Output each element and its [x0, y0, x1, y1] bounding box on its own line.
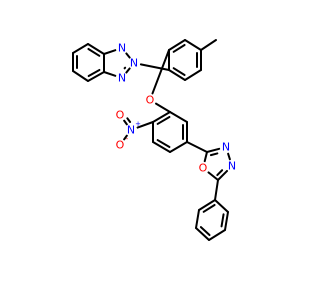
charge-n_nitro: + — [135, 120, 141, 128]
bond-r1-r2-second — [156, 115, 171, 125]
bond-t5-t6-second — [172, 67, 186, 77]
bond-ox4-o_ox — [207, 171, 219, 181]
bond-n_nitro-o_nitro_a-second — [126, 117, 132, 123]
bond-o_ether-r1 — [155, 102, 171, 113]
atom-bg-n_ox1 — [220, 141, 232, 153]
atom-n_ox1: N — [222, 141, 230, 154]
bond-p6-p1 — [214, 199, 229, 213]
atom-bg-o_nitro_a — [114, 109, 126, 121]
atom-o_ox: O — [199, 162, 208, 175]
atom-bg-o_ether — [144, 94, 156, 106]
bond-layer — [72, 39, 231, 241]
atom-bg-n_bt3 — [116, 72, 128, 84]
bond-n_ox2-ox4-second — [216, 169, 224, 177]
bond-ox4-p1 — [214, 179, 219, 201]
bond-t3-me — [200, 39, 217, 51]
bond-n_ox2-ox4 — [217, 169, 229, 181]
bond-p3-p4 — [195, 227, 210, 241]
bond-n_bt3-bz4 — [103, 71, 117, 77]
bond-bz5-bz6-second — [87, 47, 101, 57]
atom-n_bt3: N — [118, 72, 126, 85]
atom-bg-o_ox — [197, 162, 209, 174]
bond-p3-p4-second — [199, 226, 211, 237]
bond-p2-p3 — [195, 209, 200, 229]
bond-bz5-bz6 — [87, 43, 105, 55]
charge-o_nitro_b: - — [126, 135, 129, 143]
atom-o_ether: O — [146, 94, 155, 107]
bond-o_ox-ox1 — [203, 151, 208, 163]
bond-p5-p6-second — [220, 213, 225, 228]
bond-n_nitro-o_nitro_a — [123, 119, 128, 126]
atom-bg-o_nitro_b — [114, 139, 126, 151]
bond-n_ox1-n_ox2 — [227, 152, 231, 161]
bond-bz3-bz4 — [87, 71, 105, 82]
bond-r4-r5 — [169, 141, 188, 153]
bond-n_bt2-t6 — [139, 63, 170, 71]
bond-bz6-bz1 — [72, 43, 89, 54]
atom-n_bt1: N — [118, 42, 126, 55]
atom-bg-n_nitro — [125, 124, 137, 136]
atom-n_bt2: N — [130, 57, 138, 70]
bond-t1-o_ether — [151, 49, 170, 95]
bond-n_nitro-o_nitro_b — [123, 134, 128, 141]
atom-n_ox2: N — [228, 160, 236, 173]
bond-t1-t2 — [168, 39, 186, 51]
atom-bg-n_ox2 — [226, 160, 238, 172]
bond-p5-p6 — [224, 211, 229, 231]
bond-bz2-bz3 — [72, 70, 89, 82]
bond-t4-t5 — [184, 69, 202, 81]
bond-r5-ox1 — [186, 141, 208, 153]
bond-t2-t3 — [184, 39, 202, 51]
bond-r2-n_nitro — [136, 121, 154, 129]
bond-ox1-n_ox1-second — [209, 152, 219, 157]
bond-bz3-bz4-second — [87, 68, 101, 78]
bond-r6-r1 — [169, 111, 188, 123]
bond-p1-p2-second — [202, 203, 216, 213]
bond-ox1-n_ox1 — [206, 147, 221, 153]
bond-t5-t6 — [168, 69, 186, 81]
atom-o_nitro_b: O — [116, 139, 125, 152]
atom-o_nitro_a: O — [116, 109, 125, 122]
bond-r3-r4 — [152, 141, 171, 153]
bond-n_bt1-n_bt2 — [125, 52, 131, 59]
bond-n_bt2-n_bt3 — [125, 67, 131, 74]
bond-t1-t2-second — [172, 43, 186, 53]
bond-r3-r4-second — [156, 139, 171, 149]
bond-p4-p5 — [208, 229, 226, 241]
bond-bz5-n_bt1 — [103, 49, 117, 55]
bond-p1-p2 — [198, 199, 216, 211]
bond-r1-r2 — [152, 111, 171, 123]
atom-n_nitro: N — [127, 124, 135, 137]
atom-bg-n_bt2 — [128, 57, 140, 69]
atom-bg-n_bt1 — [116, 42, 128, 54]
